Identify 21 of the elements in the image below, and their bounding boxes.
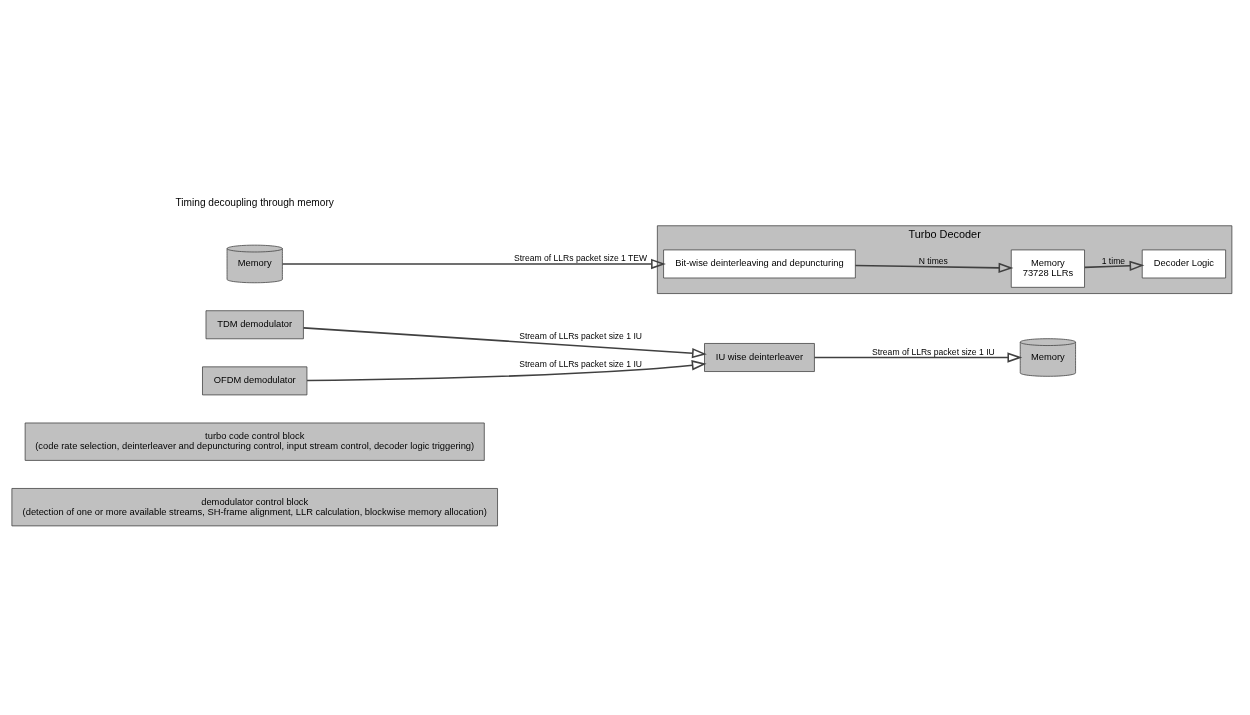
edge-label: 1 time <box>1101 255 1126 266</box>
edge-label: N times <box>918 255 948 266</box>
edge-label: Stream of LLRs packet size 1 TEW <box>514 253 648 264</box>
arrow <box>306 360 707 382</box>
arrow <box>854 262 1014 274</box>
node-box: Bit-wise deinterleaving and depuncturing <box>663 249 856 279</box>
node-box: TDM demodulator <box>205 310 304 340</box>
arrow <box>813 352 1023 363</box>
arrow <box>1083 260 1145 271</box>
arrow <box>281 258 666 270</box>
label: Timing decoupling through memory <box>175 196 334 208</box>
edge-label: Stream of LLRs packet size 1 IU <box>519 331 642 342</box>
node-box: demodulator control block (detection of one or more available streams, SH-frame alignment, LLR calculation, blockwise memory allocation) <box>11 488 498 527</box>
node-box: Memory 73728 LLRs <box>1010 249 1085 288</box>
edge-label: Stream of LLRs packet size 1 IU <box>871 347 995 358</box>
node-box: IU wise deinterleaver <box>704 343 815 372</box>
node-box: Decoder Logic <box>1141 249 1227 279</box>
node-box: OFDM demodulator <box>202 366 308 396</box>
edge-label: Stream of LLRs packet size 1 IU <box>519 358 642 369</box>
node-box: turbo code control block (code rate selection, deinterleaver and depuncturing control, input stream control, decoder logic triggering) <box>24 422 485 461</box>
arrow <box>302 327 707 359</box>
